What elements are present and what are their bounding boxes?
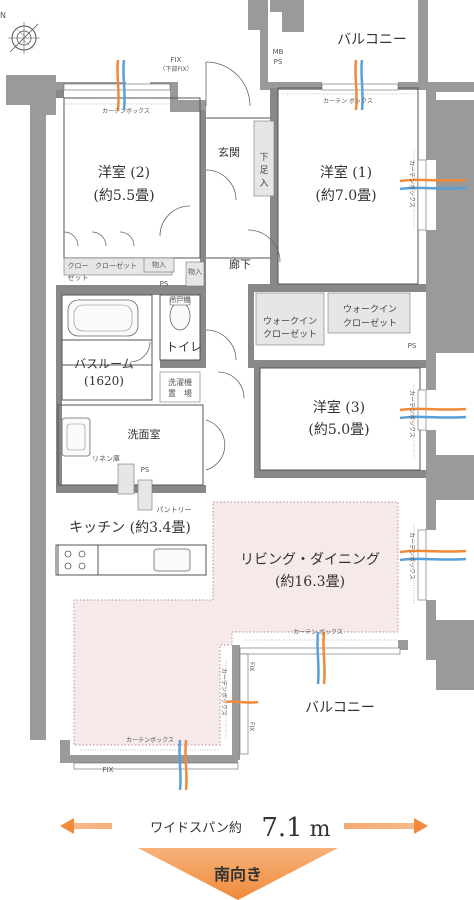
curtain-box-w3-side-label: カーテンボックス	[408, 390, 416, 438]
span-unit: m	[310, 817, 331, 842]
closet-w2-label-a: クロー	[68, 262, 89, 270]
room-western2-size: (約5.5畳)	[93, 188, 154, 204]
room-western3-size: (約5.0畳)	[308, 422, 369, 438]
curtain-box-ldk-inner-label: カーテンボックス	[220, 668, 228, 716]
stove	[64, 550, 86, 570]
wic2-label-a: ウォークイン	[343, 304, 397, 315]
closets	[63, 120, 411, 511]
compass-rose-icon: N	[0, 11, 40, 54]
room-entrance: 玄関	[218, 145, 240, 159]
room-hallway: 廊下	[229, 257, 251, 271]
wide-span-indicator: ワイドスパン約 7.1 m	[60, 808, 428, 843]
bathtub	[67, 299, 139, 337]
shoe-box-label-3: 入	[259, 178, 268, 189]
ceiling-cupboard-label: 吊戸棚	[170, 295, 191, 304]
curtain-box-ldk-mid-label: カーテン ボックス	[293, 628, 343, 636]
ldk-floor-area	[74, 502, 398, 745]
shoe-box-label-2: 足	[259, 165, 268, 176]
ps-top-label: PS	[274, 58, 283, 66]
curtain-box-w2-label: カーテンボックス	[102, 107, 150, 115]
fix-ldk-label-1: FIX	[248, 662, 255, 671]
curtain-box-ldk-side-label: カーテンボックス	[408, 532, 416, 580]
pantry-label: パントリー	[156, 506, 191, 514]
fix-top-sub-label: （下部FIX）	[159, 65, 192, 73]
room-kitchen: キッチン (約3.4畳)	[69, 520, 191, 536]
doors	[63, 61, 281, 471]
direction-label: 南向き	[214, 865, 262, 884]
linen-label: リネン庫	[92, 454, 120, 463]
compass-north-label: N	[0, 11, 6, 20]
wic1-label-a: ウォークイン	[263, 316, 317, 327]
wic2-label-b: クローゼット	[343, 317, 397, 329]
ps-wic-label: PS	[408, 342, 417, 350]
closet-w2-label-b: ゼット	[68, 273, 89, 282]
room-ldk-name: リビング・ダイニング	[240, 552, 380, 568]
span-value: 7.1	[261, 813, 302, 843]
curtain-box-w1-side-label: カーテンボックス	[408, 160, 416, 208]
span-prefix: ワイドスパン約	[150, 821, 242, 836]
toilet-fixture	[169, 297, 191, 331]
room-bath-size: (1620)	[84, 374, 124, 388]
room-ldk-size: (約16.3畳)	[275, 574, 345, 590]
kitchen-sink	[153, 548, 191, 572]
room-washroom: 洗面室	[128, 427, 161, 441]
laundry-label-b: 置 場	[168, 388, 192, 398]
curtain-boxes	[66, 93, 418, 751]
fix-ldk-label-2: FIX	[248, 722, 255, 731]
storage-w2-label: 物入	[152, 260, 166, 269]
wic1-label-b: クローゼット	[263, 328, 317, 340]
shoe-box-label-1: 下	[259, 153, 268, 163]
curtain-box-w1-label: カーテン ボックス	[323, 97, 373, 105]
laundry-label-a: 洗濯機	[168, 377, 192, 387]
fix-top-label: FIX	[171, 56, 182, 64]
fix-bottom-label: FIX	[103, 766, 114, 774]
room-western2-name: 洋室 (2)	[98, 164, 150, 181]
south-arrow-icon	[138, 848, 338, 900]
washbasin	[61, 417, 91, 457]
breeze-arrows	[116, 59, 467, 791]
mb-label: MB	[273, 48, 284, 56]
balcony-bottom: バルコニー	[305, 700, 375, 716]
curtain-box-ldk-bottom-label: カーテンボックス	[126, 736, 174, 744]
ps-w2-label: PS	[160, 280, 169, 288]
room-western3-name: 洋室 (3)	[313, 399, 365, 416]
room-western1-size: (約7.0畳)	[315, 188, 376, 204]
closet-w2-label-c: クローゼット	[95, 261, 137, 270]
balcony-top: バルコニー	[337, 32, 407, 48]
room-bath-name: バスルーム	[74, 357, 134, 371]
storage-hall-label: 物入	[188, 267, 202, 276]
room-toilet: トイレ	[166, 340, 202, 354]
room-western1-name: 洋室 (1)	[320, 164, 372, 181]
direction-indicator: 南向き	[138, 848, 338, 900]
ps-wash-label: PS	[141, 466, 150, 474]
